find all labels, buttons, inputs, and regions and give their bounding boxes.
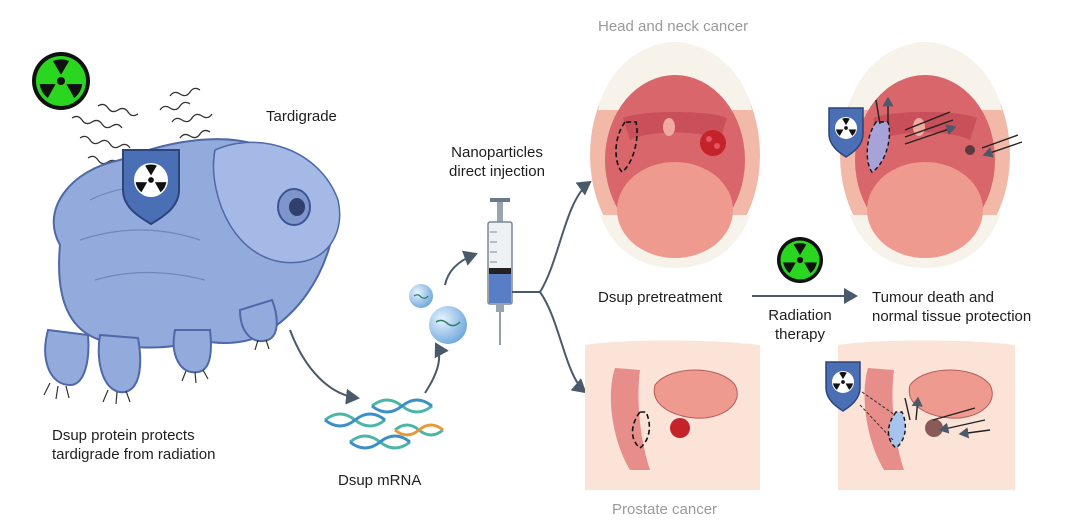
radiation-hazard-icon-therapy (777, 237, 823, 283)
label-tardigrade: Tardigrade (266, 108, 337, 125)
label-radiation-line1: Radiation (768, 307, 832, 324)
shield-radiation-icon-mouth (828, 107, 864, 158)
label-nanoparticles-line1: Nanoparticles (451, 144, 543, 161)
label-head-neck-cancer: Head and neck cancer (598, 18, 749, 35)
arrow-to-syringe (444, 250, 478, 286)
label-radiation-line2: therapy (774, 326, 826, 343)
label-protects-line1: Dsup protein protects (52, 427, 195, 444)
arrow-to-mrna (289, 329, 360, 405)
nanoparticles-illustration (409, 284, 467, 344)
mouth-illustration-after-therapy (840, 42, 1023, 268)
mouth-illustration-pretreatment (590, 42, 760, 268)
prostate-illustration-pretreatment (585, 340, 760, 490)
label-protects-line2: tardigrade from radiation (52, 446, 216, 463)
label-nanoparticles-line2: direct injection (449, 163, 545, 180)
syringe-icon (487, 198, 513, 345)
shield-radiation-icon-prostate (825, 361, 861, 412)
tardigrade-illustration (43, 138, 341, 405)
shield-radiation-icon (122, 149, 180, 226)
arrow-to-nanoparticles (424, 342, 449, 394)
mrna-strands-illustration (324, 398, 444, 450)
radiation-hazard-icon (32, 52, 90, 110)
label-dsup-mrna: Dsup mRNA (338, 472, 422, 489)
label-dsup-pretreatment: Dsup pretreatment (598, 289, 723, 306)
label-outcome-line1: Tumour death and (872, 289, 995, 306)
prostate-illustration-after-therapy (838, 340, 1015, 490)
branch-arrows (512, 180, 592, 394)
label-prostate-cancer: Prostate cancer (612, 501, 718, 518)
label-outcome-line2: normal tissue protection (872, 308, 1032, 325)
